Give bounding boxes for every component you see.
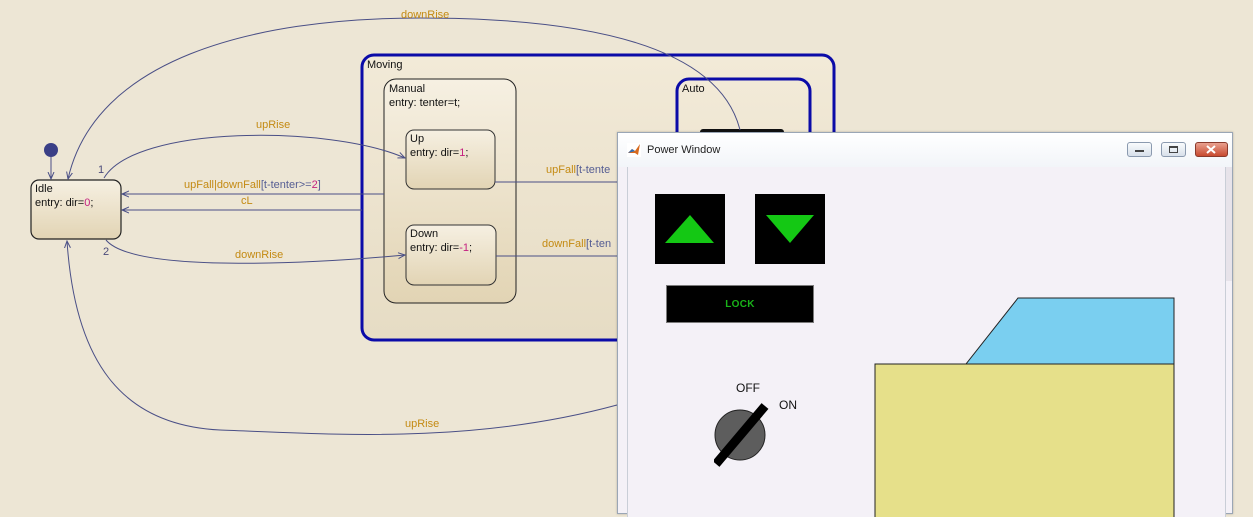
- transition-idle-to-up[interactable]: [103, 134, 405, 179]
- label-down-to-auto: downFall[t-ten: [542, 238, 611, 250]
- label-downrise-top: downRise: [401, 9, 449, 21]
- priority-2: 2: [103, 246, 109, 258]
- state-moving-name: Moving: [367, 59, 402, 71]
- state-down-entry-value: -1: [459, 242, 469, 254]
- priority-1: 1: [98, 164, 104, 176]
- transition-idle-to-down[interactable]: [105, 239, 405, 264]
- switch-off-label: OFF: [736, 381, 760, 395]
- triangle-up-icon: [665, 215, 714, 243]
- maximize-icon: [1169, 146, 1178, 153]
- state-idle-entry-value: 0: [84, 197, 90, 209]
- switch-on-label: ON: [779, 398, 797, 412]
- state-idle-entry: entry: dir=0;: [35, 197, 93, 209]
- state-up[interactable]: [405, 129, 496, 190]
- close-button[interactable]: [1195, 142, 1228, 157]
- ignition-switch-icon[interactable]: [714, 403, 784, 473]
- maximize-button[interactable]: [1161, 142, 1186, 157]
- lock-button[interactable]: LOCK: [666, 285, 814, 323]
- power-window-figure: Power Window LOCK OFF ON: [617, 132, 1233, 517]
- window-glass: [964, 297, 1175, 365]
- state-up-name: Up: [410, 133, 424, 145]
- close-icon: [1206, 145, 1216, 154]
- state-down-name: Down: [410, 228, 438, 240]
- transition-uprise-bottom[interactable]: [67, 241, 618, 435]
- state-auto-name: Auto: [682, 83, 705, 95]
- lock-button-label: LOCK: [725, 298, 755, 310]
- figure-canvas: LOCK OFF ON: [627, 167, 1232, 517]
- title-bar[interactable]: Power Window: [618, 133, 1232, 167]
- label-idle-to-down: downRise: [235, 249, 283, 261]
- label-idle-to-up: upRise: [256, 119, 290, 131]
- triangle-down-icon: [766, 215, 814, 243]
- label-to-idle-upfall: upFall|downFall[t-tenter>=2]: [184, 179, 321, 191]
- window-title: Power Window: [647, 144, 721, 156]
- car-door: [874, 363, 1175, 517]
- state-up-entry-value: 1: [459, 147, 465, 159]
- state-up-entry: entry: dir=1;: [410, 147, 468, 159]
- transition-downrise-top[interactable]: [68, 17, 741, 179]
- minimize-icon: [1135, 150, 1144, 152]
- state-idle-name: Idle: [35, 183, 53, 195]
- label-up-to-auto: upFall[t-tente: [546, 164, 610, 176]
- vertical-scrollbar[interactable]: [1226, 167, 1232, 281]
- label-cl: cL: [241, 195, 253, 207]
- state-manual-entry: entry: tenter=t;: [389, 97, 460, 109]
- car-window-graphic: [874, 297, 1175, 517]
- label-uprise-bottom: upRise: [405, 418, 439, 430]
- up-button[interactable]: [655, 194, 725, 264]
- default-transition-dot: [44, 143, 58, 157]
- state-manual-name: Manual: [389, 83, 425, 95]
- state-down-entry: entry: dir=-1;: [410, 242, 472, 254]
- minimize-button[interactable]: [1127, 142, 1152, 157]
- matlab-icon: [627, 143, 641, 157]
- down-button[interactable]: [755, 194, 825, 264]
